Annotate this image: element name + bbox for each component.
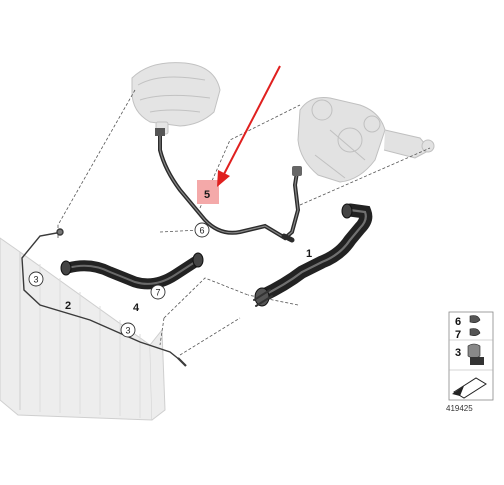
callout-6: 6	[194, 222, 210, 238]
callout-1: 1	[306, 248, 312, 260]
clamp-icon	[467, 343, 484, 365]
hose-clip-icon	[469, 315, 481, 336]
hose-part-4	[60, 252, 204, 290]
expansion-tank-ghost	[131, 62, 221, 135]
vent-line-part-2	[21, 228, 187, 367]
callout-7-label: 7	[155, 288, 160, 298]
arrow-tag-icon	[452, 377, 487, 399]
callout-3-lower-label: 3	[125, 326, 130, 336]
callout-3-lower: 3	[120, 322, 136, 338]
legend-panel: 6 7 3	[448, 311, 494, 401]
callout-6-label: 6	[199, 226, 204, 236]
reference-number: 419425	[446, 404, 473, 413]
hose-part-1	[253, 203, 373, 307]
callout-2: 2	[65, 300, 71, 312]
part-5-highlight	[197, 180, 219, 204]
callout-7: 7	[150, 284, 166, 300]
callout-3-upper-label: 3	[33, 275, 38, 285]
callout-3-upper: 3	[28, 271, 44, 287]
callout-5: 5	[204, 189, 210, 201]
legend-3: 3	[455, 347, 461, 359]
hose-part-5	[155, 128, 302, 243]
leader-lines	[57, 89, 431, 356]
legend-6: 6	[455, 316, 461, 328]
red-arrow	[217, 65, 281, 187]
callout-4: 4	[133, 302, 140, 314]
legend-7: 7	[455, 329, 461, 341]
engine-housing-ghost	[297, 97, 435, 183]
